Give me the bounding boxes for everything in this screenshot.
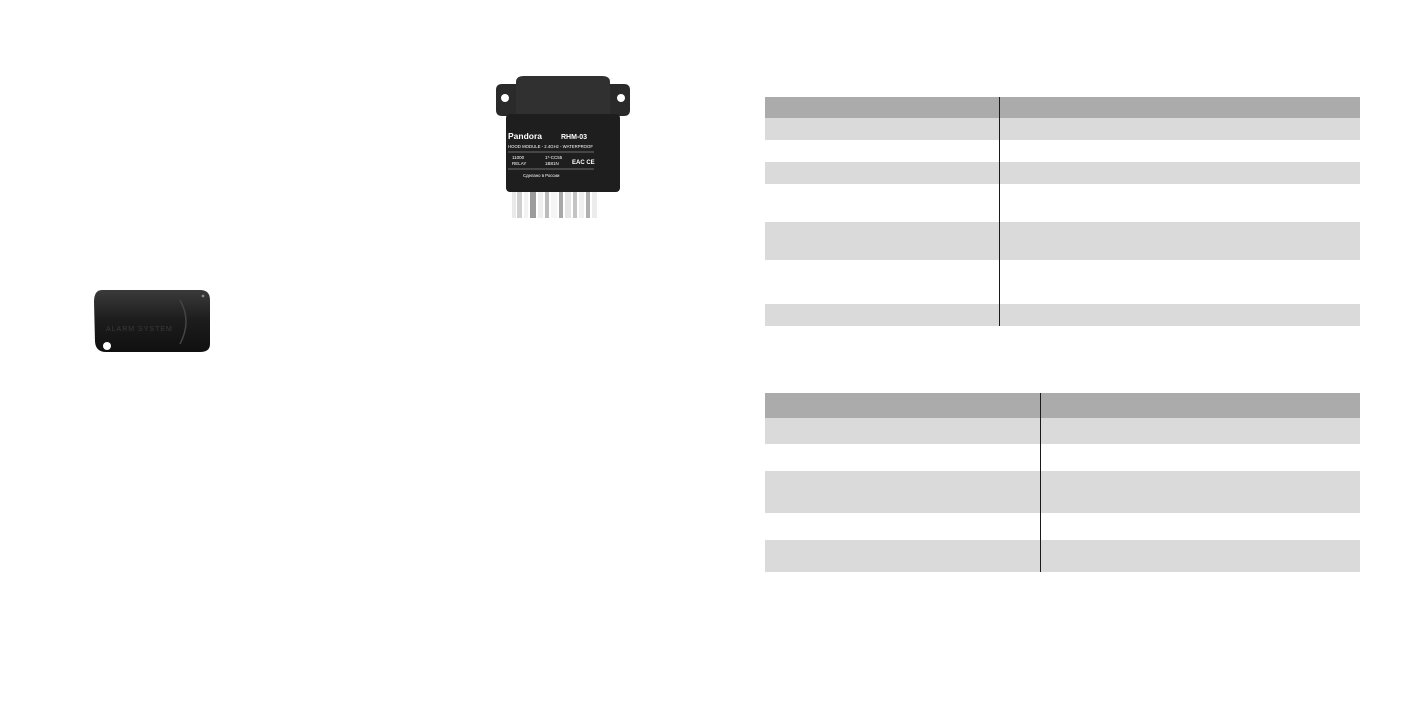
table-header-row xyxy=(765,393,1360,418)
table-row xyxy=(765,304,1360,326)
table-cell-value xyxy=(999,184,1360,222)
table-cell-value xyxy=(1040,540,1360,572)
table-cell-label xyxy=(765,418,1041,444)
table-header-row xyxy=(765,97,1360,118)
module-subtitle: HOOD MODULE - 2.4GHz - WATERPROOF xyxy=(508,144,593,149)
table-cell-value xyxy=(999,162,1360,184)
table-row xyxy=(765,513,1360,540)
table-cell-label xyxy=(765,260,1000,304)
table-cell-value xyxy=(1040,471,1360,513)
module-wires xyxy=(512,188,597,218)
table-cell-label xyxy=(765,471,1041,513)
module-brand: Pandora xyxy=(508,131,542,141)
module-origin: Сделано в России xyxy=(523,173,560,178)
module-spec-left-2: RELAY xyxy=(512,161,526,166)
module-label: Pandora RHM-03 HOOD MODULE - 2.4GHz - WA… xyxy=(508,131,595,178)
keyfob-imprint: ALARM SYSTEM xyxy=(106,326,173,333)
table-row xyxy=(765,118,1360,140)
module-spec-right-1: 1*-CC55 xyxy=(545,155,563,160)
table-cell-label xyxy=(765,513,1041,540)
table-row xyxy=(765,140,1360,162)
table-cell-value xyxy=(999,260,1360,304)
module-spec-right-2: 1B81N xyxy=(545,161,559,166)
table-cell-value xyxy=(999,304,1360,326)
table-cell-label xyxy=(765,118,1000,140)
keyfob-image: ALARM SYSTEM xyxy=(92,288,214,354)
table-cell-label xyxy=(765,184,1000,222)
table-cell-value xyxy=(999,222,1360,260)
table-header-cell xyxy=(999,97,1360,118)
table-cell-label xyxy=(765,444,1041,471)
table-row xyxy=(765,184,1360,222)
module-model: RHM-03 xyxy=(561,134,587,141)
table-row xyxy=(765,418,1360,444)
table-header-cell xyxy=(765,393,1041,418)
table-cell-value xyxy=(999,118,1360,140)
hood-module-image: Pandora RHM-03 HOOD MODULE - 2.4GHz - WA… xyxy=(492,76,634,218)
table-row xyxy=(765,540,1360,572)
table-cell-label xyxy=(765,304,1000,326)
table-row xyxy=(765,471,1360,513)
table-header-cell xyxy=(1040,393,1360,418)
module-certification-marks: EAC CE xyxy=(572,160,595,166)
table-cell-label xyxy=(765,540,1041,572)
table-cell-value xyxy=(999,140,1360,162)
table-row xyxy=(765,222,1360,260)
table-cell-label xyxy=(765,222,1000,260)
table-cell-value xyxy=(1040,444,1360,471)
table-row xyxy=(765,162,1360,184)
spec-table-1 xyxy=(765,97,1360,326)
table-header-cell xyxy=(765,97,1000,118)
table-cell-value xyxy=(1040,418,1360,444)
table-cell-value xyxy=(1040,513,1360,540)
table-cell-label xyxy=(765,162,1000,184)
table-row xyxy=(765,260,1360,304)
table-cell-label xyxy=(765,140,1000,162)
table-row xyxy=(765,444,1360,471)
module-spec-left-1: 11000 xyxy=(512,155,525,160)
spec-table-2 xyxy=(765,393,1360,572)
